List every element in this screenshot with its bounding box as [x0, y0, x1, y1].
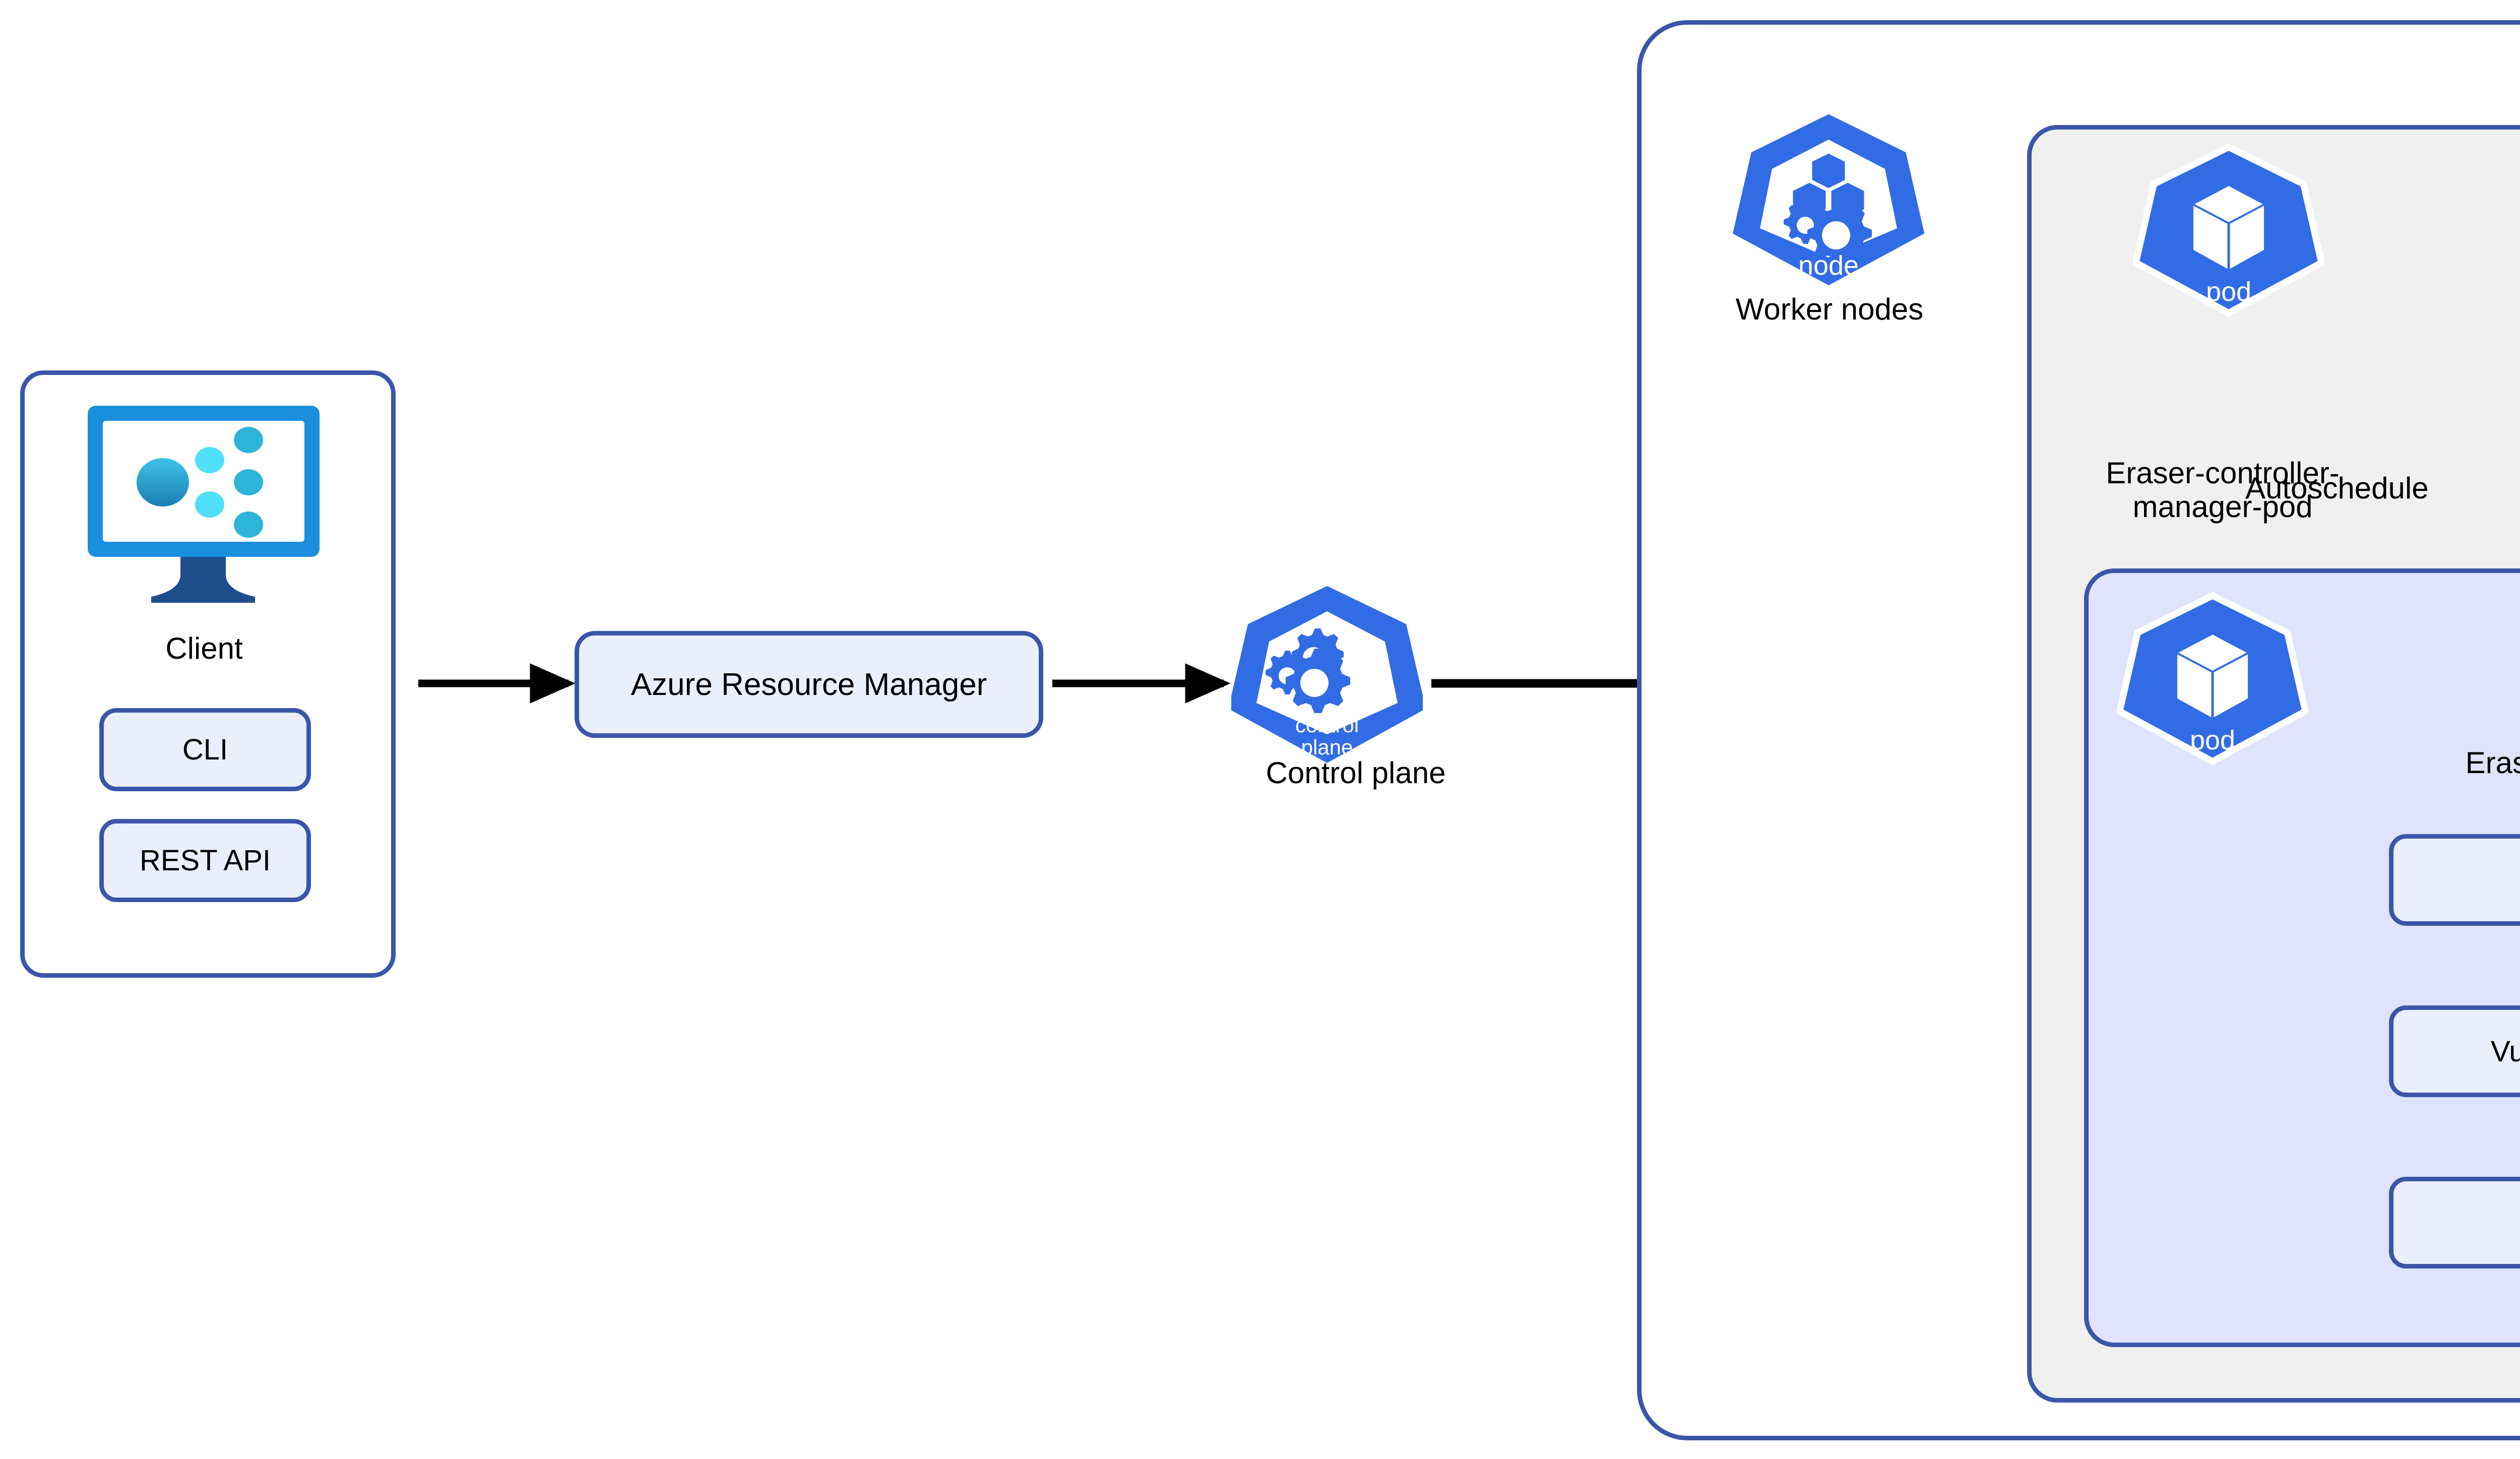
- client-item-rest-api[interactable]: REST API: [99, 819, 311, 902]
- eraser-pod-label: Eraser: [2465, 746, 2520, 780]
- autoschedule-edge-label: Autoschedule: [2245, 471, 2429, 505]
- client-label: Client: [165, 631, 243, 665]
- client-item-cli[interactable]: CLI: [99, 708, 311, 791]
- control-plane-label: Control plane: [1266, 756, 1446, 790]
- svg-text:pod: pod: [2190, 725, 2235, 755]
- monitor-icon: [75, 401, 332, 617]
- svg-text:node: node: [1798, 250, 1859, 281]
- azure-resource-manager-label: Azure Resource Manager: [631, 667, 987, 702]
- client-item-rest-api-label: REST API: [139, 844, 271, 877]
- client-item-cli-label: CLI: [182, 733, 228, 766]
- kubernetes-pod-icon: pod: [2132, 139, 2325, 325]
- kubernetes-node-icon: node: [1733, 108, 1925, 295]
- azure-resource-manager-box[interactable]: Azure Resource Manager: [575, 631, 1043, 738]
- pipeline-step-vulnerability-scanner-label: Vulnerability scanner: [2490, 1035, 2520, 1068]
- svg-text:control: control: [1295, 713, 1359, 737]
- svg-text:pod: pod: [2206, 277, 2251, 307]
- svg-text:plane: plane: [1301, 735, 1353, 759]
- kubernetes-control-plane-icon: control plane: [1228, 582, 1426, 769]
- controller-manager-pod-label: Eraser-controller- manager-pod: [2106, 456, 2340, 524]
- pipeline-step-remover[interactable]: Remover: [2389, 1177, 2520, 1268]
- kubernetes-pod-icon: pod: [2116, 587, 2309, 774]
- pipeline-step-vulnerability-scanner[interactable]: Vulnerability scanner: [2389, 1005, 2520, 1097]
- pipeline-step-collector[interactable]: Collector: [2389, 834, 2520, 926]
- worker-nodes-label: Worker nodes: [1735, 292, 1924, 326]
